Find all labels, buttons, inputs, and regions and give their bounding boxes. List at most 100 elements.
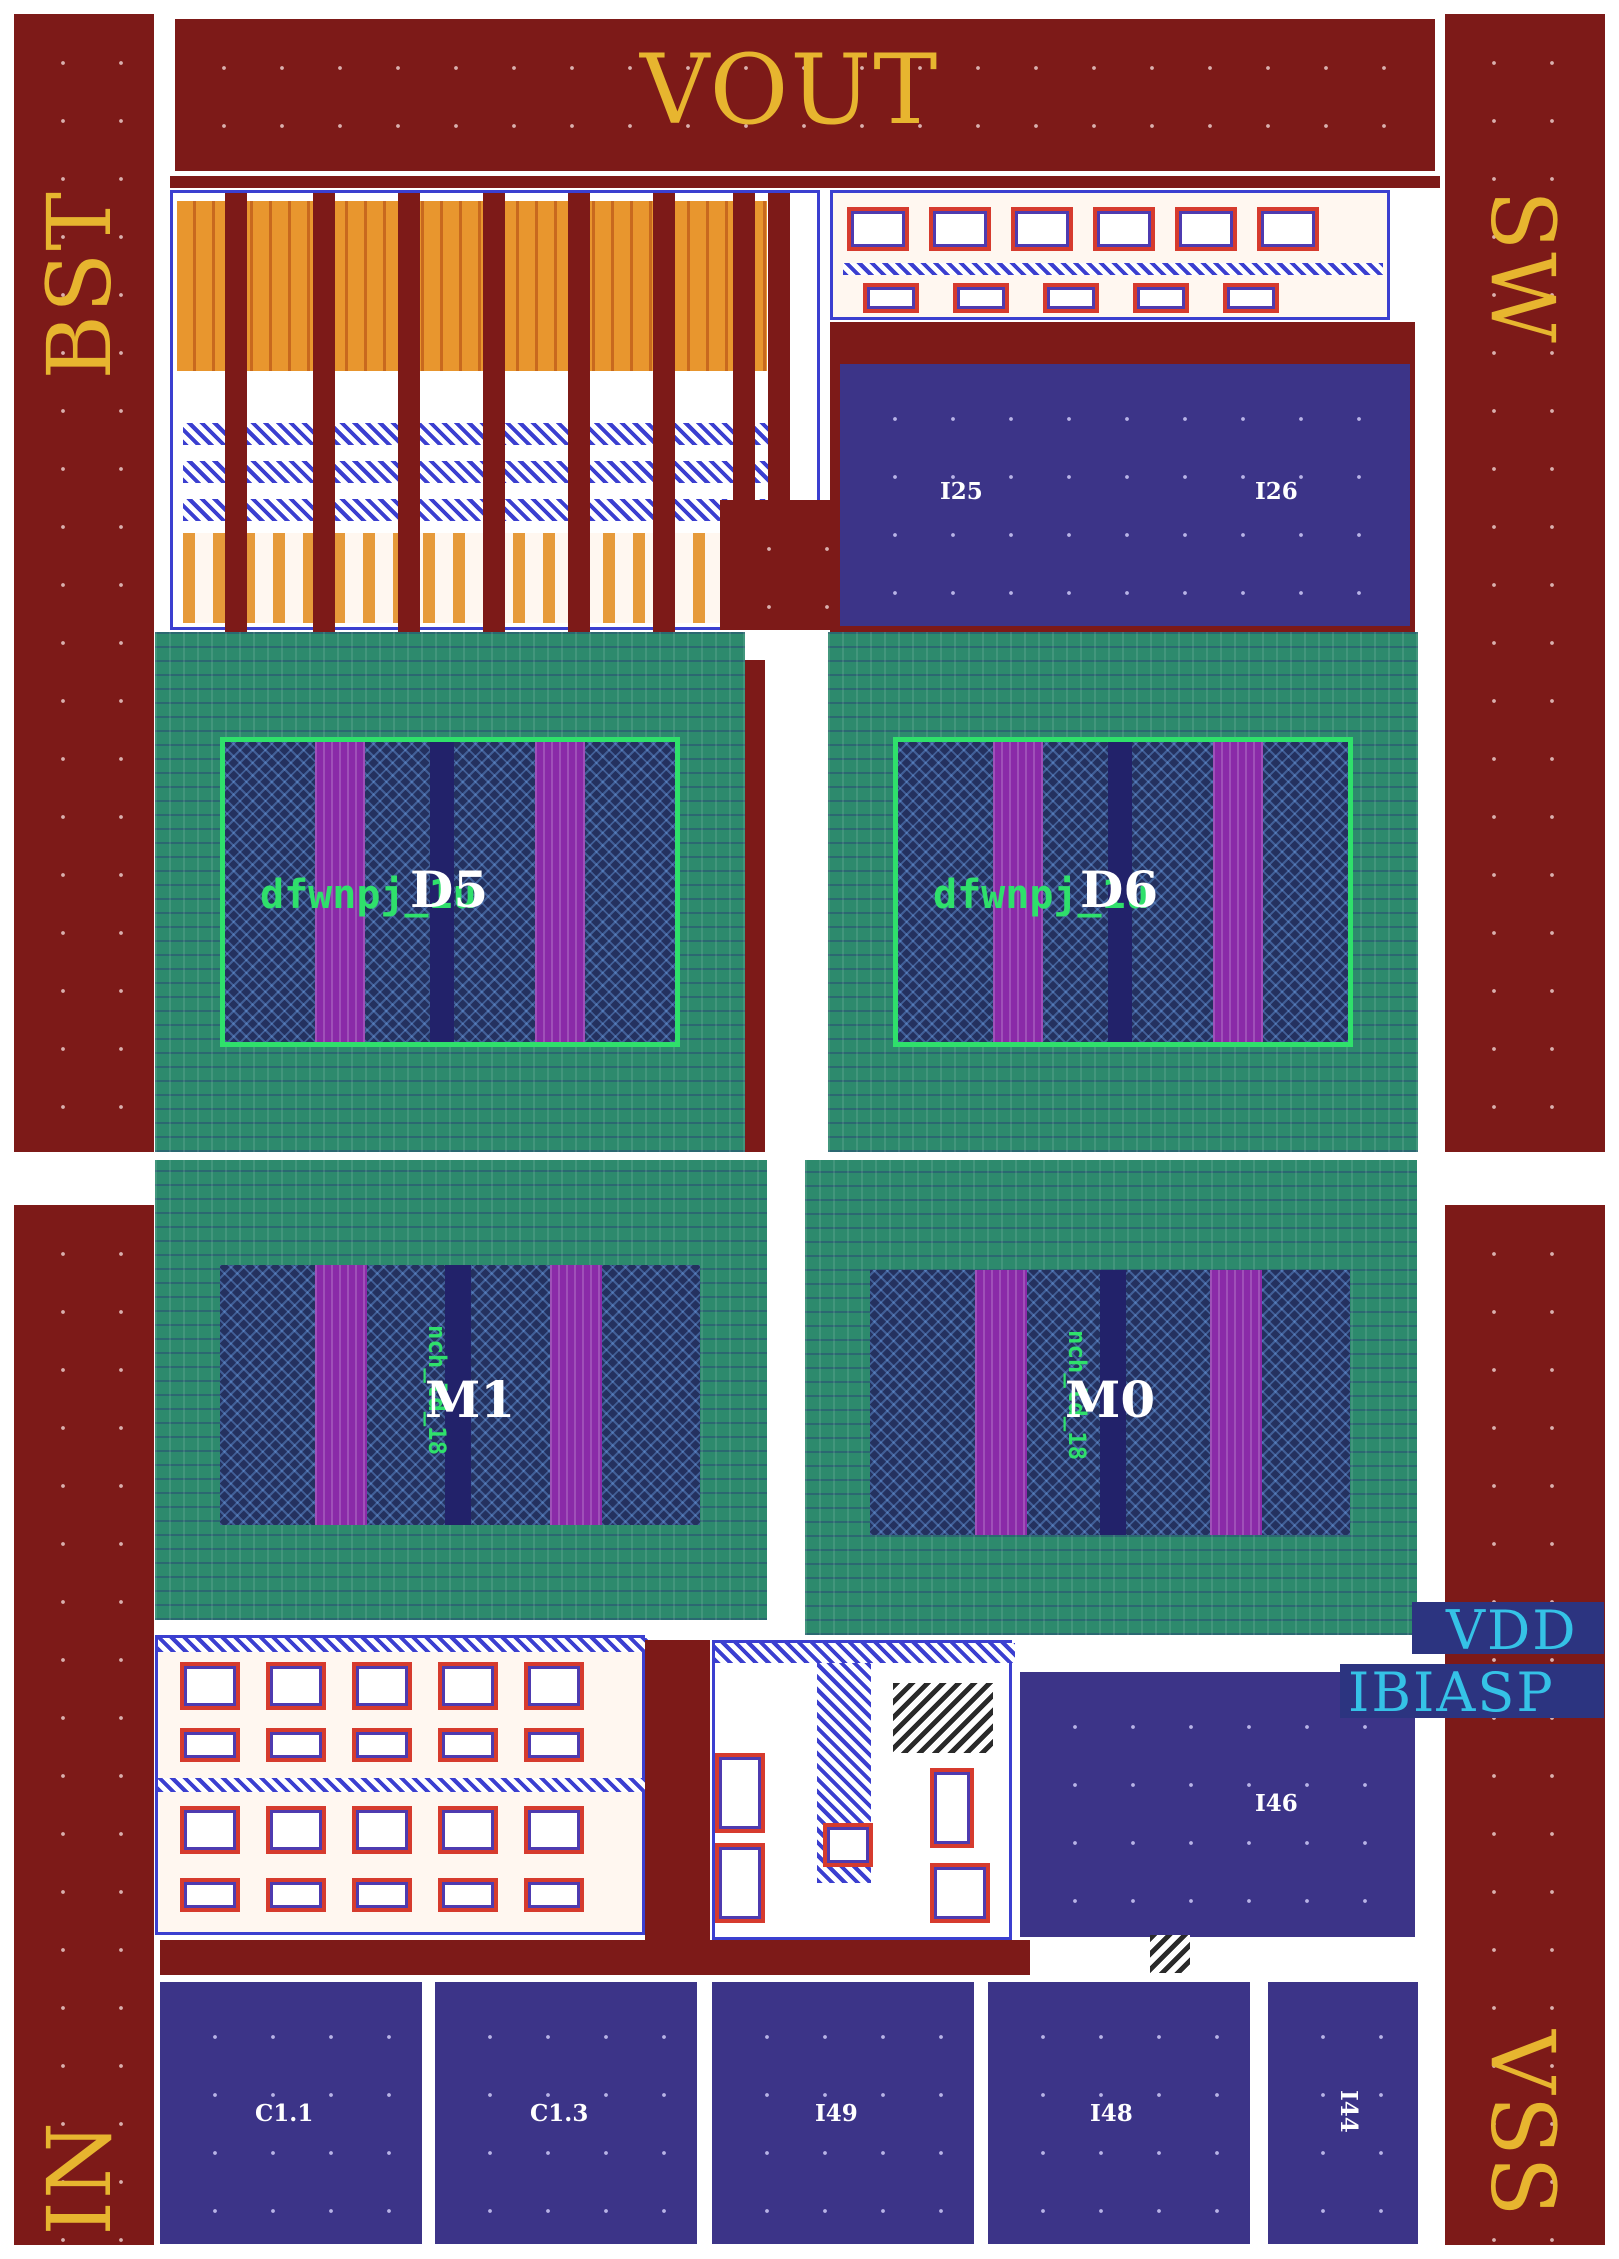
right-rail-vss <box>1445 1205 1605 2245</box>
device-m0: nch_ld_18 <box>805 1160 1417 1635</box>
device-d5: dfwnpj_1u <box>155 632 745 1152</box>
bottom-mid-strap <box>645 1640 710 1940</box>
device-m1: nch_ld_18 <box>155 1160 767 1620</box>
pin-vout: VOUT <box>640 34 940 146</box>
label-i26: I26 <box>1255 478 1298 505</box>
logic-cell <box>352 1878 412 1912</box>
vout-bar <box>170 14 1440 176</box>
d6-param: dfwnpj_1u <box>933 872 1150 918</box>
label-c13: C1.3 <box>530 2100 589 2127</box>
m0-core <box>870 1270 1350 1535</box>
array-finger-band <box>177 201 767 371</box>
hatched-contact <box>893 1683 993 1753</box>
logic-cell <box>1133 283 1189 313</box>
d6-anode-strip <box>993 742 1043 1042</box>
logic-cell <box>180 1806 240 1854</box>
logic-cell <box>823 1823 873 1867</box>
array-finger <box>398 193 420 633</box>
logic-cell <box>438 1806 498 1854</box>
label-i48: I48 <box>1090 2100 1133 2127</box>
bottom-left-cells <box>155 1635 648 1935</box>
logic-cell <box>1175 207 1237 251</box>
top-left-array <box>170 190 820 633</box>
pin-in: IN <box>28 2120 131 2236</box>
d6-cathode-strip <box>1108 742 1132 1042</box>
ibiasp-label-bg <box>1340 1664 1604 1718</box>
logic-cell <box>266 1728 326 1762</box>
array-right-strap <box>720 500 830 630</box>
logic-cell <box>715 1753 765 1833</box>
cell-bus <box>158 1778 648 1792</box>
pin-vdd: VDD <box>1446 1599 1578 1662</box>
logic-cell <box>524 1806 584 1854</box>
logic-cell <box>1223 283 1279 313</box>
i44-gap <box>1250 2020 1268 2240</box>
block-i48 <box>988 1982 1250 2244</box>
logic-cell <box>524 1878 584 1912</box>
m1-gate-strip <box>315 1265 367 1525</box>
logic-cell <box>352 1728 412 1762</box>
cell-bus <box>158 1638 648 1652</box>
m1-drain-strip <box>445 1265 471 1525</box>
m1-gate-strip <box>550 1265 602 1525</box>
pin-ibiasp: IBIASP <box>1348 1661 1555 1724</box>
array-finger <box>568 193 590 633</box>
label-d5: D5 <box>410 860 489 919</box>
logic-cell <box>438 1662 498 1710</box>
d5-anode-strip <box>535 742 585 1042</box>
logic-cell <box>352 1806 412 1854</box>
right-rail-sw <box>1445 14 1605 1152</box>
left-rail-bst <box>14 14 154 1152</box>
d6-core <box>893 737 1353 1047</box>
label-i44: I44 <box>1335 2090 1362 2133</box>
array-finger <box>653 193 675 633</box>
logic-cell <box>715 1843 765 1923</box>
logic-cell <box>266 1662 326 1710</box>
logic-cell <box>930 1768 974 1848</box>
m0-param: nch_ld_18 <box>1063 1330 1091 1461</box>
d6-anode-strip <box>1213 742 1263 1042</box>
pin-bst: BST <box>28 190 131 380</box>
i46-window <box>1192 1938 1370 1972</box>
logic-cell <box>1043 283 1099 313</box>
m0-gate-strip <box>1210 1270 1262 1535</box>
device-d6: dfwnpj_1u <box>828 632 1418 1152</box>
pin-vss: VSS <box>1471 2030 1574 2219</box>
logic-cell <box>266 1878 326 1912</box>
logic-cell <box>930 1863 990 1923</box>
block-c11 <box>160 1982 422 2244</box>
label-d6: D6 <box>1080 860 1159 919</box>
array-finger <box>768 193 790 573</box>
d5-param: dfwnpj_1u <box>260 872 477 918</box>
label-c11: C1.1 <box>255 2100 314 2127</box>
label-m0: M0 <box>1065 1370 1156 1429</box>
logic-cell <box>847 207 909 251</box>
top-right-cells <box>830 190 1390 320</box>
bottom-mid-cells <box>712 1640 1015 1940</box>
label-i49: I49 <box>815 2100 858 2127</box>
array-finger <box>313 193 335 633</box>
cell-bus <box>715 1643 1015 1663</box>
logic-cell <box>180 1878 240 1912</box>
label-m1: M1 <box>425 1370 516 1429</box>
d5-anode-strip <box>315 742 365 1042</box>
logic-cell <box>524 1662 584 1710</box>
block-i44 <box>1268 1982 1418 2244</box>
logic-cell <box>266 1806 326 1854</box>
m1-param: nch_ld_18 <box>423 1325 451 1456</box>
logic-cell <box>1093 207 1155 251</box>
array-finger <box>733 193 755 573</box>
m0-drain-strip <box>1100 1270 1126 1535</box>
bottom-strip <box>160 1940 1030 1975</box>
center-strap <box>745 660 765 1152</box>
i25-i26-block <box>840 364 1410 626</box>
vdd-label-bg <box>1412 1602 1604 1654</box>
m1-core <box>220 1265 700 1525</box>
logic-cell <box>863 283 919 313</box>
logic-cell <box>438 1728 498 1762</box>
logic-cell <box>929 207 991 251</box>
label-i25: I25 <box>940 478 983 505</box>
cell-bus <box>843 263 1383 275</box>
i46-contact <box>1150 1935 1190 1973</box>
pin-sw: SW <box>1471 190 1574 345</box>
